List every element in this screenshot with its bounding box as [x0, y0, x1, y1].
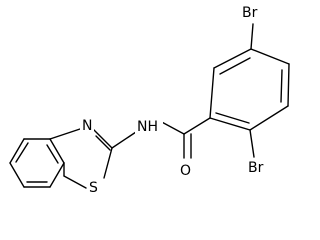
atom-thiazole-s: S	[89, 180, 98, 196]
amide-linkage	[111, 117, 211, 159]
atom-br-bottom: Br	[248, 160, 264, 176]
atom-br-top: Br	[242, 5, 258, 21]
thiazole-ring	[49, 127, 113, 189]
atom-amide-nh: NH	[137, 119, 158, 135]
molecule-diagram: Br Br O NH N S	[9, 3, 290, 196]
benzene-ring-right	[209, 23, 290, 158]
benzene-ring-left	[9, 138, 65, 188]
atom-oxygen: O	[180, 163, 191, 179]
atom-thiazole-n: N	[82, 118, 92, 134]
structure-svg: Br Br O NH N S	[9, 3, 290, 196]
